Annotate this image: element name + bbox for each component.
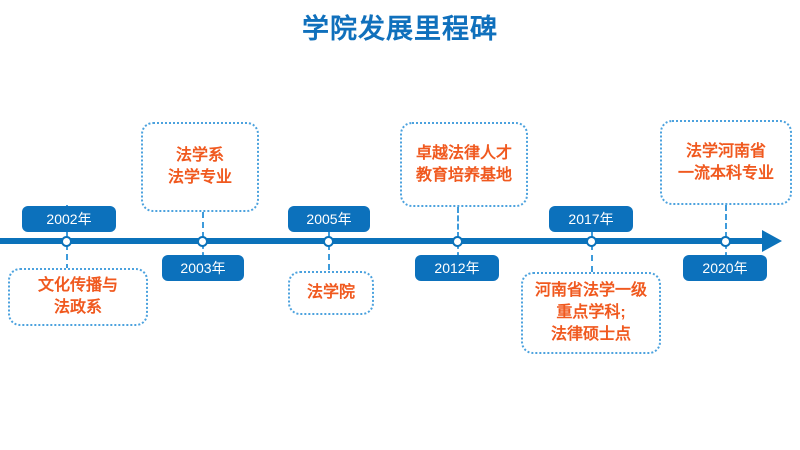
timeline-connector bbox=[202, 212, 204, 238]
milestone-box-2017[interactable]: 河南省法学一级 重点学科; 法律硕士点 bbox=[521, 272, 661, 354]
timeline-connector bbox=[66, 244, 68, 270]
year-badge-2017[interactable]: 2017年 bbox=[549, 206, 633, 232]
timeline-connector bbox=[457, 244, 459, 257]
timeline-node-marker[interactable] bbox=[322, 235, 334, 247]
timeline-connector bbox=[591, 232, 593, 238]
timeline-connector bbox=[725, 244, 727, 257]
milestone-box-2012[interactable]: 卓越法律人才 教育培养基地 bbox=[400, 122, 528, 207]
milestone-text-2017: 河南省法学一级 重点学科; 法律硕士点 bbox=[534, 282, 647, 343]
timeline-axis bbox=[0, 238, 772, 244]
year-badge-2012[interactable]: 2012年 bbox=[415, 255, 499, 281]
milestone-text-2002: 文化传播与 法政系 bbox=[37, 277, 118, 316]
milestone-text-2020: 法学河南省 一流本科专业 bbox=[677, 142, 774, 182]
milestone-box-2005[interactable]: 法学院 bbox=[288, 271, 374, 315]
milestone-text-2012: 卓越法律人才 教育培养基地 bbox=[415, 144, 512, 184]
timeline-connector bbox=[591, 244, 593, 272]
year-badge-2002[interactable]: 2002年 bbox=[22, 206, 116, 232]
timeline-node-marker[interactable] bbox=[451, 235, 463, 247]
milestone-text-2005: 法学院 bbox=[306, 284, 355, 301]
year-badge-2005[interactable]: 2005年 bbox=[288, 206, 370, 232]
timeline-connector bbox=[328, 244, 330, 270]
page-title: 学院发展里程碑 bbox=[302, 14, 498, 44]
milestone-box-2020[interactable]: 法学河南省 一流本科专业 bbox=[660, 120, 792, 205]
timeline-connector bbox=[328, 232, 330, 238]
timeline-node-marker[interactable] bbox=[196, 235, 208, 247]
milestone-text-2003: 法学系 法学专业 bbox=[167, 147, 232, 186]
timeline-connector bbox=[202, 244, 204, 257]
year-badge-2003[interactable]: 2003年 bbox=[162, 255, 244, 281]
timeline-connector bbox=[457, 207, 459, 238]
timeline-node-marker[interactable] bbox=[719, 235, 731, 247]
milestone-box-2003[interactable]: 法学系 法学专业 bbox=[141, 122, 259, 212]
year-badge-2020[interactable]: 2020年 bbox=[683, 255, 767, 281]
timeline-node-marker[interactable] bbox=[585, 235, 597, 247]
timeline-node-marker[interactable] bbox=[60, 235, 72, 247]
timeline-arrow-icon bbox=[762, 230, 782, 252]
timeline-connector bbox=[725, 205, 727, 238]
milestone-box-2002[interactable]: 文化传播与 法政系 bbox=[8, 268, 148, 326]
